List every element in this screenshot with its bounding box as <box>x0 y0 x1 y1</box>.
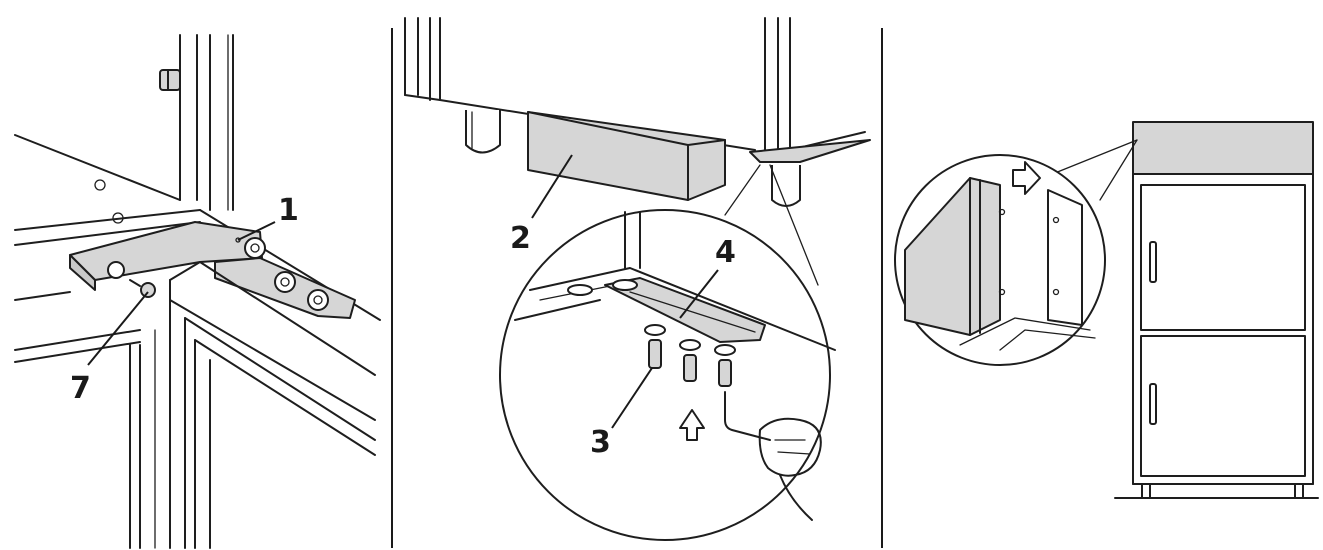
callout-4-leader <box>679 269 719 319</box>
upper-door-handle <box>1149 241 1157 283</box>
upper-frame-posts <box>179 34 234 211</box>
hinge-screw <box>107 261 156 298</box>
callout-2-leader <box>531 154 573 219</box>
arrow-right-icon <box>1012 161 1041 195</box>
top-bolt <box>159 69 181 91</box>
callout-1: 1 <box>278 193 299 228</box>
arrow-up-icon <box>679 409 705 441</box>
callout-4: 4 <box>715 235 736 270</box>
top-module <box>1132 121 1314 175</box>
callout-3: 3 <box>590 425 611 460</box>
callout-7: 7 <box>70 371 91 406</box>
cabinet-body-upper <box>404 17 866 151</box>
lower-door-handle <box>1149 383 1157 425</box>
callout-1-leader <box>237 221 276 241</box>
cabinet-body <box>1114 173 1319 499</box>
hand <box>758 417 822 477</box>
panel-cabinet-overview <box>894 121 1319 499</box>
zoom-lines <box>724 164 819 286</box>
top-module-detail <box>894 154 1106 366</box>
base-block <box>527 111 726 201</box>
zoom-line-lower <box>1099 139 1138 201</box>
cabinet-feet <box>465 110 801 207</box>
callout-2: 2 <box>510 221 531 256</box>
callout-3-leader <box>611 367 653 429</box>
door-frame <box>14 261 376 549</box>
callout-7-leader <box>87 291 149 366</box>
panel-hinge-detail: 1 7 <box>14 34 381 549</box>
magnifier-detail <box>499 209 836 541</box>
zoom-line-upper <box>1049 139 1138 176</box>
panel-base-block: 2 3 4 <box>404 17 871 541</box>
edge-bracket <box>749 139 871 163</box>
